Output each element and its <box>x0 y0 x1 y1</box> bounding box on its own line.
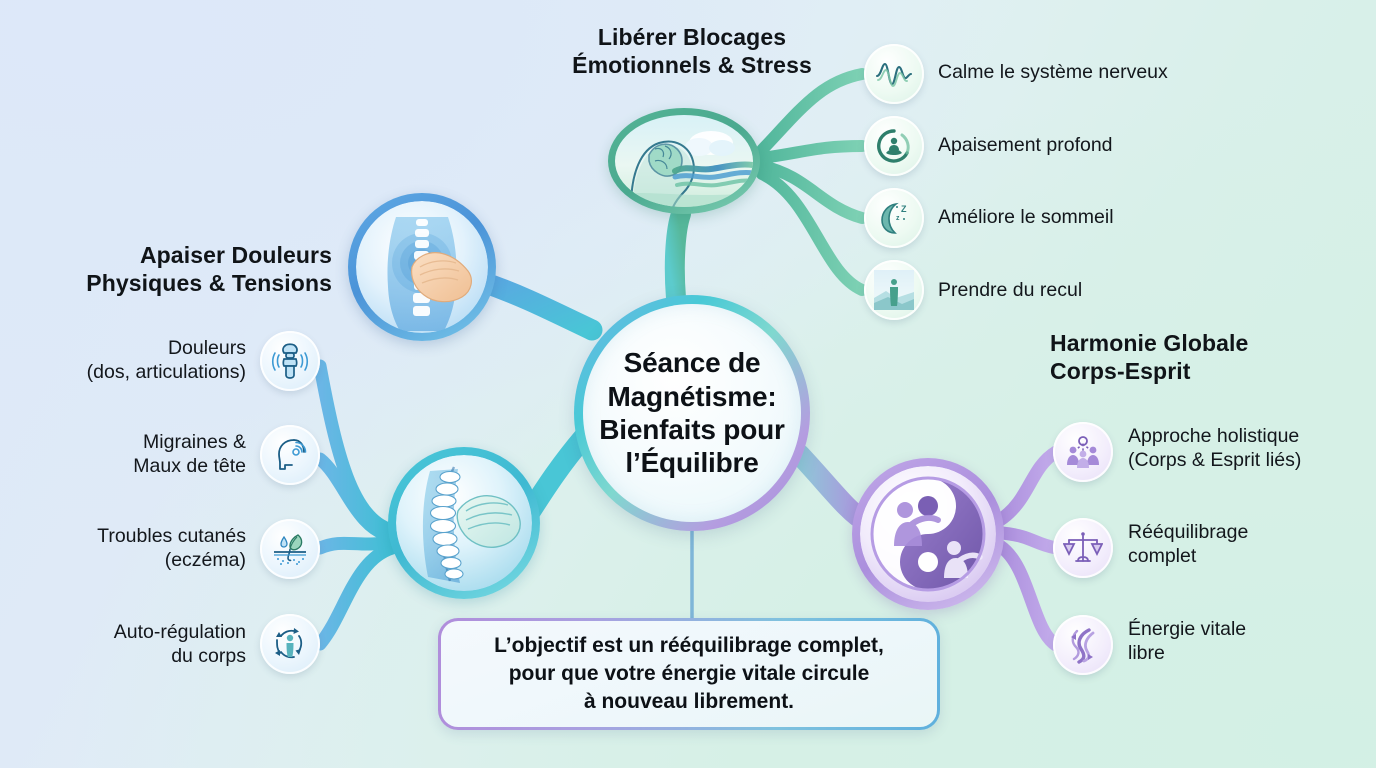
leaf-icon-balance[interactable] <box>1053 518 1113 578</box>
leaf-label-energy: Énergie vitale libre <box>1128 617 1376 665</box>
leaf-label-migraine: Migraines & Maux de tête <box>30 430 246 478</box>
link-spine-to-migraine <box>313 452 399 543</box>
leaf-icon-meditation[interactable] <box>864 116 924 176</box>
leaf-icon-skin[interactable] <box>260 519 320 579</box>
label-line1: Approche holistique <box>1128 425 1300 447</box>
trunk-hub-to-physical <box>469 270 603 341</box>
leaf-icon-joint-pain[interactable] <box>260 331 320 391</box>
leaf-icon-sleep[interactable]: Z z <box>864 188 924 248</box>
leaf-label-autoregulation: Auto-régulation du corps <box>30 620 246 668</box>
joint-pain-icon <box>271 343 309 379</box>
nerve-wave-icon <box>875 62 913 87</box>
link-yin-to-balance <box>995 526 1063 555</box>
center-hub: Séance de Magnétisme: Bienfaits pour l’É… <box>574 295 810 531</box>
callout-line3: à nouveau librement. <box>583 689 795 713</box>
leaf-label-nerve-wave: Calme le système nerveux <box>938 60 1258 84</box>
link-brain-to-recul <box>756 168 868 296</box>
node-apaiser-douleurs <box>348 193 496 341</box>
callout-inner: L’objectif est un rééquilibrage complet,… <box>441 621 937 727</box>
leaf-icon-holistic[interactable] <box>1053 422 1113 482</box>
branch-title-line2: Corps-Esprit <box>1050 357 1191 384</box>
center-hub-inner: Séance de Magnétisme: Bienfaits pour l’É… <box>583 304 801 522</box>
leaf-icon-migraine[interactable] <box>260 425 320 485</box>
callout-line1: L’objectif est un rééquilibrage complet, <box>494 634 884 658</box>
balance-scale-icon <box>1063 532 1103 562</box>
link-spine-to-joint <box>313 359 399 537</box>
label-line1: Améliore le sommeil <box>938 206 1114 228</box>
hand-on-back-icon <box>356 201 488 333</box>
leaf-icon-autoregulation[interactable] <box>260 614 320 674</box>
label-line1: Apaisement profond <box>938 134 1113 156</box>
leaf-icon-energy[interactable] <box>1053 615 1113 675</box>
spine-hand-icon <box>396 455 532 591</box>
label-line1: Migraines & <box>143 431 246 453</box>
headache-head-icon <box>278 439 307 470</box>
label-line2: (Corps & Esprit liés) <box>1128 449 1302 472</box>
label-line2: complet <box>1128 545 1197 568</box>
label-line2: du corps <box>171 645 246 668</box>
label-line1: Rééquilibrage <box>1128 521 1249 543</box>
branch-title-line1: Harmonie Globale <box>1050 330 1249 356</box>
label-line1: Douleurs <box>167 337 246 359</box>
svg-text:z: z <box>896 215 900 222</box>
link-spine-to-skin <box>313 535 399 555</box>
label-line1: Auto-régulation <box>113 621 246 643</box>
label-line2: (eczéma) <box>164 549 246 572</box>
yin-yang-icon <box>860 466 996 602</box>
branch-title-harmony: Harmonie Globale Corps-Esprit <box>1050 330 1350 385</box>
leaf-icon-recul[interactable] <box>864 260 924 320</box>
leaf-label-balance: Rééquilibrage complet <box>1128 520 1376 568</box>
leaf-label-recul: Prendre du recul <box>938 278 1258 302</box>
leaf-icon-nerve-wave[interactable] <box>864 44 924 104</box>
link-spine-to-autoreg <box>313 541 399 651</box>
moon-sleep-icon: Z z <box>881 202 907 234</box>
callout-text: L’objectif est un rééquilibrage complet,… <box>478 632 900 715</box>
label-line2: libre <box>1128 642 1165 665</box>
branch-title-line2: Physiques & Tensions <box>86 269 332 296</box>
leaf-label-sleep: Améliore le sommeil <box>938 205 1258 229</box>
callout-line2: pour que votre énergie vitale circule <box>508 662 870 686</box>
node-liberer-blocages <box>608 108 760 214</box>
link-yin-to-energy <box>993 539 1063 652</box>
label-line2: Maux de tête <box>133 455 246 478</box>
trunk-hub-to-emotional <box>664 204 691 308</box>
brain-flow-icon <box>615 115 753 207</box>
link-brain-to-calm <box>756 140 868 164</box>
branch-title-physical: Apaiser Douleurs Physiques & Tensions <box>60 242 332 297</box>
skin-leaf-icon <box>274 534 306 565</box>
branch-title-emotional: Libérer Blocages Émotionnels & Stress <box>512 24 872 79</box>
link-brain-to-nerve <box>756 68 868 156</box>
svg-text:Z: Z <box>901 204 907 214</box>
leaf-label-skin: Troubles cutanés (eczéma) <box>30 524 246 572</box>
holistic-group-icon <box>1067 436 1099 468</box>
energy-swirl-icon <box>1071 628 1095 664</box>
label-line1: Calme le système nerveux <box>938 61 1168 83</box>
leaf-label-joint-pain: Douleurs (dos, articulations) <box>30 336 246 384</box>
label-line1: Troubles cutanés <box>97 525 246 547</box>
person-horizon-icon <box>874 270 914 310</box>
leaf-label-holistic: Approche holistique (Corps & Esprit liés… <box>1128 424 1376 472</box>
label-line1: Énergie vitale <box>1128 618 1247 640</box>
self-regulation-cycle-icon <box>275 628 303 659</box>
callout-box: L’objectif est un rééquilibrage complet,… <box>438 618 940 730</box>
branch-title-line2: Émotionnels & Stress <box>572 51 812 78</box>
label-line1: Prendre du recul <box>938 279 1083 301</box>
node-colonne-vertebrale <box>388 447 540 599</box>
branch-title-line1: Libérer Blocages <box>597 24 787 50</box>
link-brain-to-sleep <box>756 160 868 224</box>
link-yin-to-holistic <box>993 445 1063 527</box>
node-harmonie-globale <box>852 458 1004 610</box>
meditation-icon <box>877 129 910 163</box>
label-line2: (dos, articulations) <box>86 361 246 384</box>
page-title: Séance de Magnétisme: Bienfaits pour l’É… <box>599 347 785 479</box>
branch-title-line1: Apaiser Douleurs <box>139 242 332 268</box>
leaf-label-meditation: Apaisement profond <box>938 133 1258 157</box>
